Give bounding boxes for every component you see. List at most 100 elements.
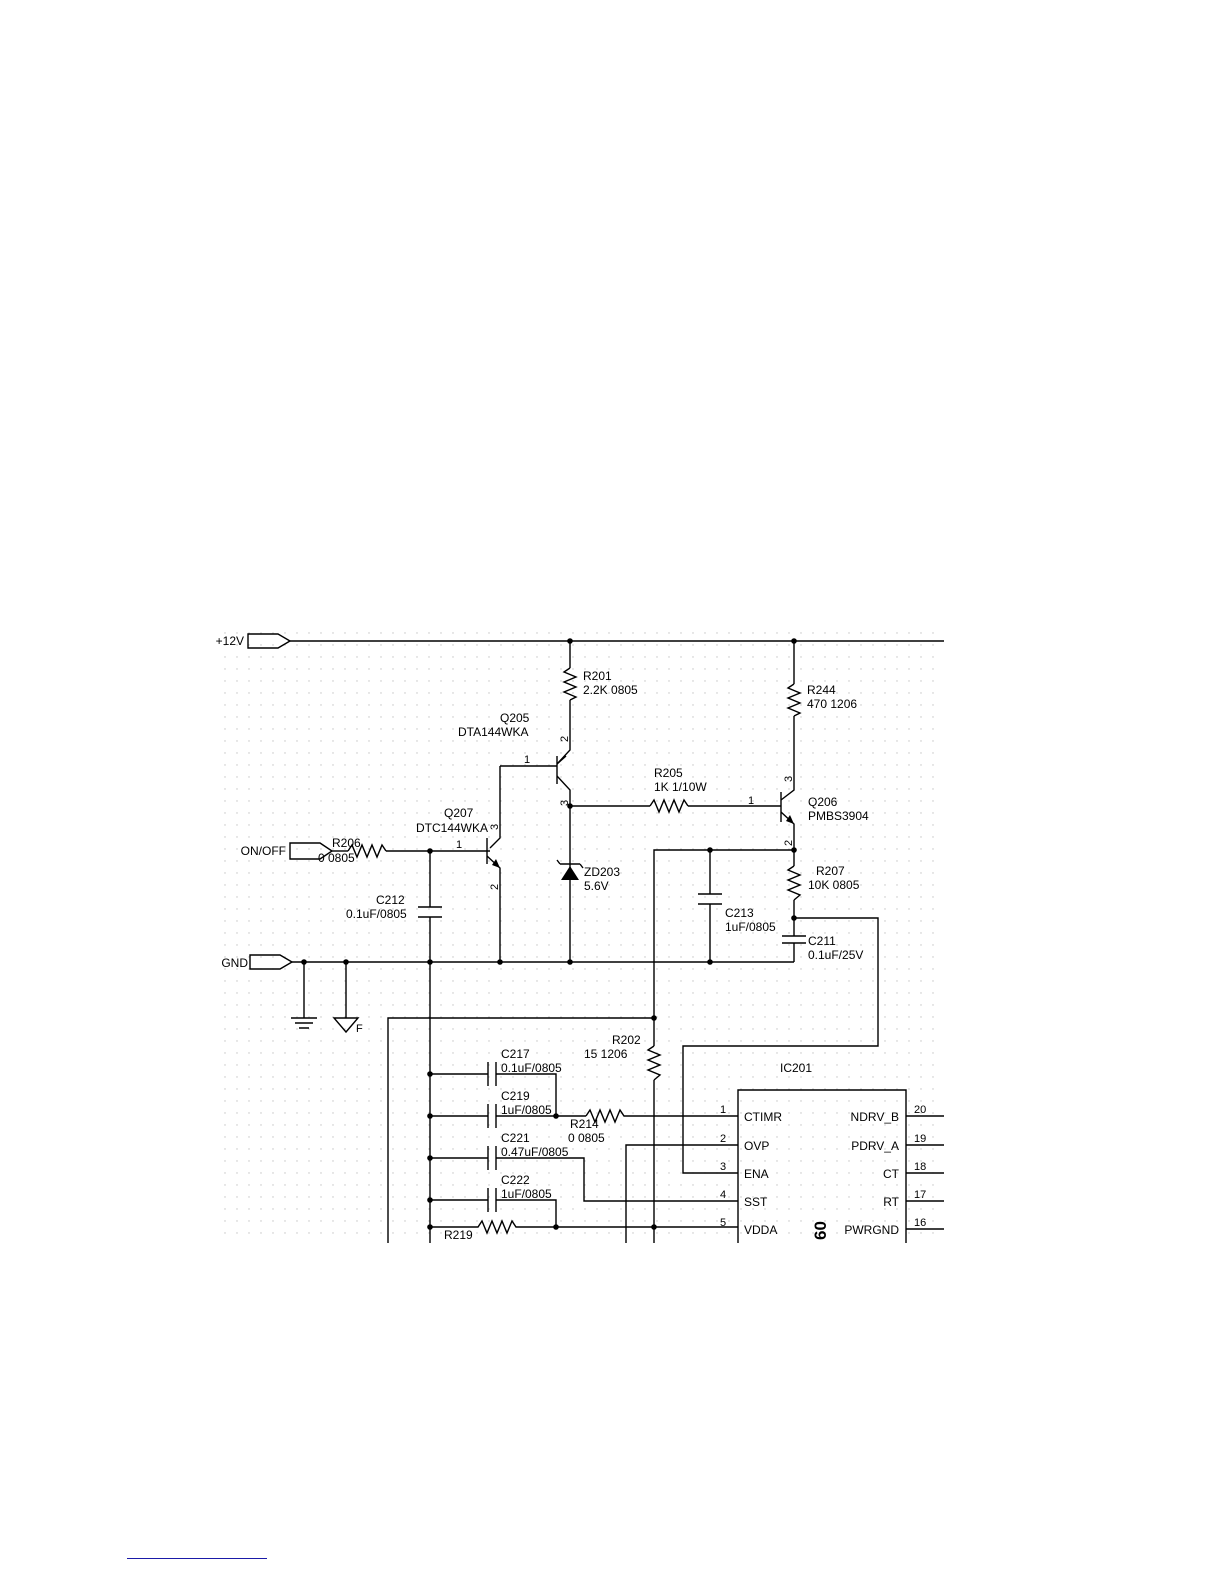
ic-pin-1-name: CTIMR [744,1110,782,1124]
q206-ref: Q206 [808,795,838,809]
transistor-q207 [486,838,501,962]
schematic-grid [216,628,944,1243]
ic201-part-fragment: 60 [811,1221,830,1240]
resistor-r244 [786,683,802,717]
q205-pin-2: 2 [559,736,571,742]
wire-q206-emitter-node [653,849,794,1018]
resistor-r205 [649,798,689,814]
r214-value: 0 0805 [568,1131,605,1145]
net-label-gnd: GND [221,956,248,970]
wire-q205-base [489,766,501,849]
c212-ref: C212 [376,893,405,907]
zd203-value: 5.6V [584,879,609,893]
net-flag-gnd: GND [221,954,294,970]
c219-value: 1uF/0805 [501,1103,552,1117]
ic-pin-16-name: PWRGND [844,1223,899,1237]
r244-ref: R244 [807,683,836,697]
r202-ref: R202 [612,1033,641,1047]
capacitor-c213 [698,893,722,905]
net-label-12v: +12V [216,634,244,648]
q205-ref: Q205 [500,711,530,725]
ic201 [737,1089,944,1243]
net-label-onoff: ON/OFF [241,844,286,858]
ground-symbol [291,962,317,1029]
capacitor-c217 [430,1062,557,1116]
resistor-r206 [347,843,387,859]
q206-pin-1: 1 [748,795,754,807]
c219-ref: C219 [501,1089,530,1103]
ic-pin-19-num: 19 [914,1133,926,1145]
c211-value: 0.1uF/25V [808,948,863,962]
c217-value: 0.1uF/0805 [501,1061,562,1075]
ic201-ref: IC201 [780,1061,812,1075]
r206-ref: R206 [332,836,361,850]
q206-part: PMBS3904 [808,809,869,823]
r201-value: 2.2K 0805 [583,683,638,697]
ic-pin-2-num: 2 [720,1133,726,1145]
c212-value: 0.1uF/0805 [346,907,407,921]
frame-ground-label: F [356,1023,363,1035]
ic-pin-4-name: SST [744,1195,768,1209]
c213-ref: C213 [725,906,754,920]
q207-pin-2: 2 [489,884,501,890]
wire-ovp [625,1144,738,1243]
ic-pin-16-num: 16 [914,1217,926,1229]
ic-pin-20-name: NDRV_B [851,1110,899,1124]
capacitor-c219 [430,1104,586,1128]
ic-pin-3-num: 3 [720,1161,726,1173]
capacitor-c221 [430,1146,738,1202]
ic-pin-18-name: CT [883,1167,900,1181]
c221-ref: C221 [501,1131,530,1145]
c217-ref: C217 [501,1047,530,1061]
q207-part: DTC144WKA [416,821,488,835]
r207-value: 10K 0805 [808,878,860,892]
r244-value: 470 1206 [807,697,857,711]
wire-left-loop [387,1017,654,1243]
ic-pin-1-num: 1 [720,1104,726,1116]
r219-ref: R219 [444,1228,473,1242]
ic-pin-18-num: 18 [914,1161,926,1173]
resistor-r201 [562,667,578,701]
c221-value: 0.47uF/0805 [501,1145,569,1159]
ic-pin-5-num: 5 [720,1217,726,1229]
q207-pin-3: 3 [489,824,501,830]
c213-value: 1uF/0805 [725,920,776,934]
ic-pin-19-name: PDRV_A [851,1139,899,1153]
capacitor-c212 [418,906,442,918]
junction-dots [301,638,797,1230]
r206-value: 0 0805 [318,851,355,865]
q206-pin-3: 3 [783,776,795,782]
c211-ref: C211 [808,934,836,948]
wire-ena [682,917,879,1174]
q205-pin-3: 3 [559,800,571,806]
r207-ref: R207 [816,864,845,878]
ic-pin-3-name: ENA [744,1167,769,1181]
ic-pin-20-num: 20 [914,1104,926,1116]
ic-pin-17-num: 17 [914,1189,926,1201]
ic-pin-5-name: VDDA [744,1223,777,1237]
resistor-r219 [430,1219,738,1235]
r202-value: 15 1206 [584,1047,628,1061]
ic-pin-4-num: 4 [720,1189,726,1201]
r205-ref: R205 [654,766,683,780]
zener-zd203 [556,859,584,880]
capacitor-c211 [782,935,806,962]
transistor-q205 [500,755,571,962]
q207-pin-1: 1 [456,839,462,851]
footer-rule [127,1558,267,1559]
r201-ref: R201 [583,669,612,683]
q206-pin-2: 2 [783,840,795,846]
q205-pin-1: 1 [524,754,530,766]
net-flag-onoff: ON/OFF [241,842,334,860]
ic-pin-2-name: OVP [744,1139,769,1153]
q207-ref: Q207 [444,806,474,820]
resistor-r214 [585,1108,738,1124]
zd203-ref: ZD203 [584,865,620,879]
wire-r244-q206 [780,716,795,801]
net-flag-12v: +12V [216,633,292,649]
r205-value: 1K 1/10W [654,780,707,794]
resistor-r207 [786,865,802,901]
c222-ref: C222 [501,1173,530,1187]
capacitor-c222 [430,1188,557,1227]
